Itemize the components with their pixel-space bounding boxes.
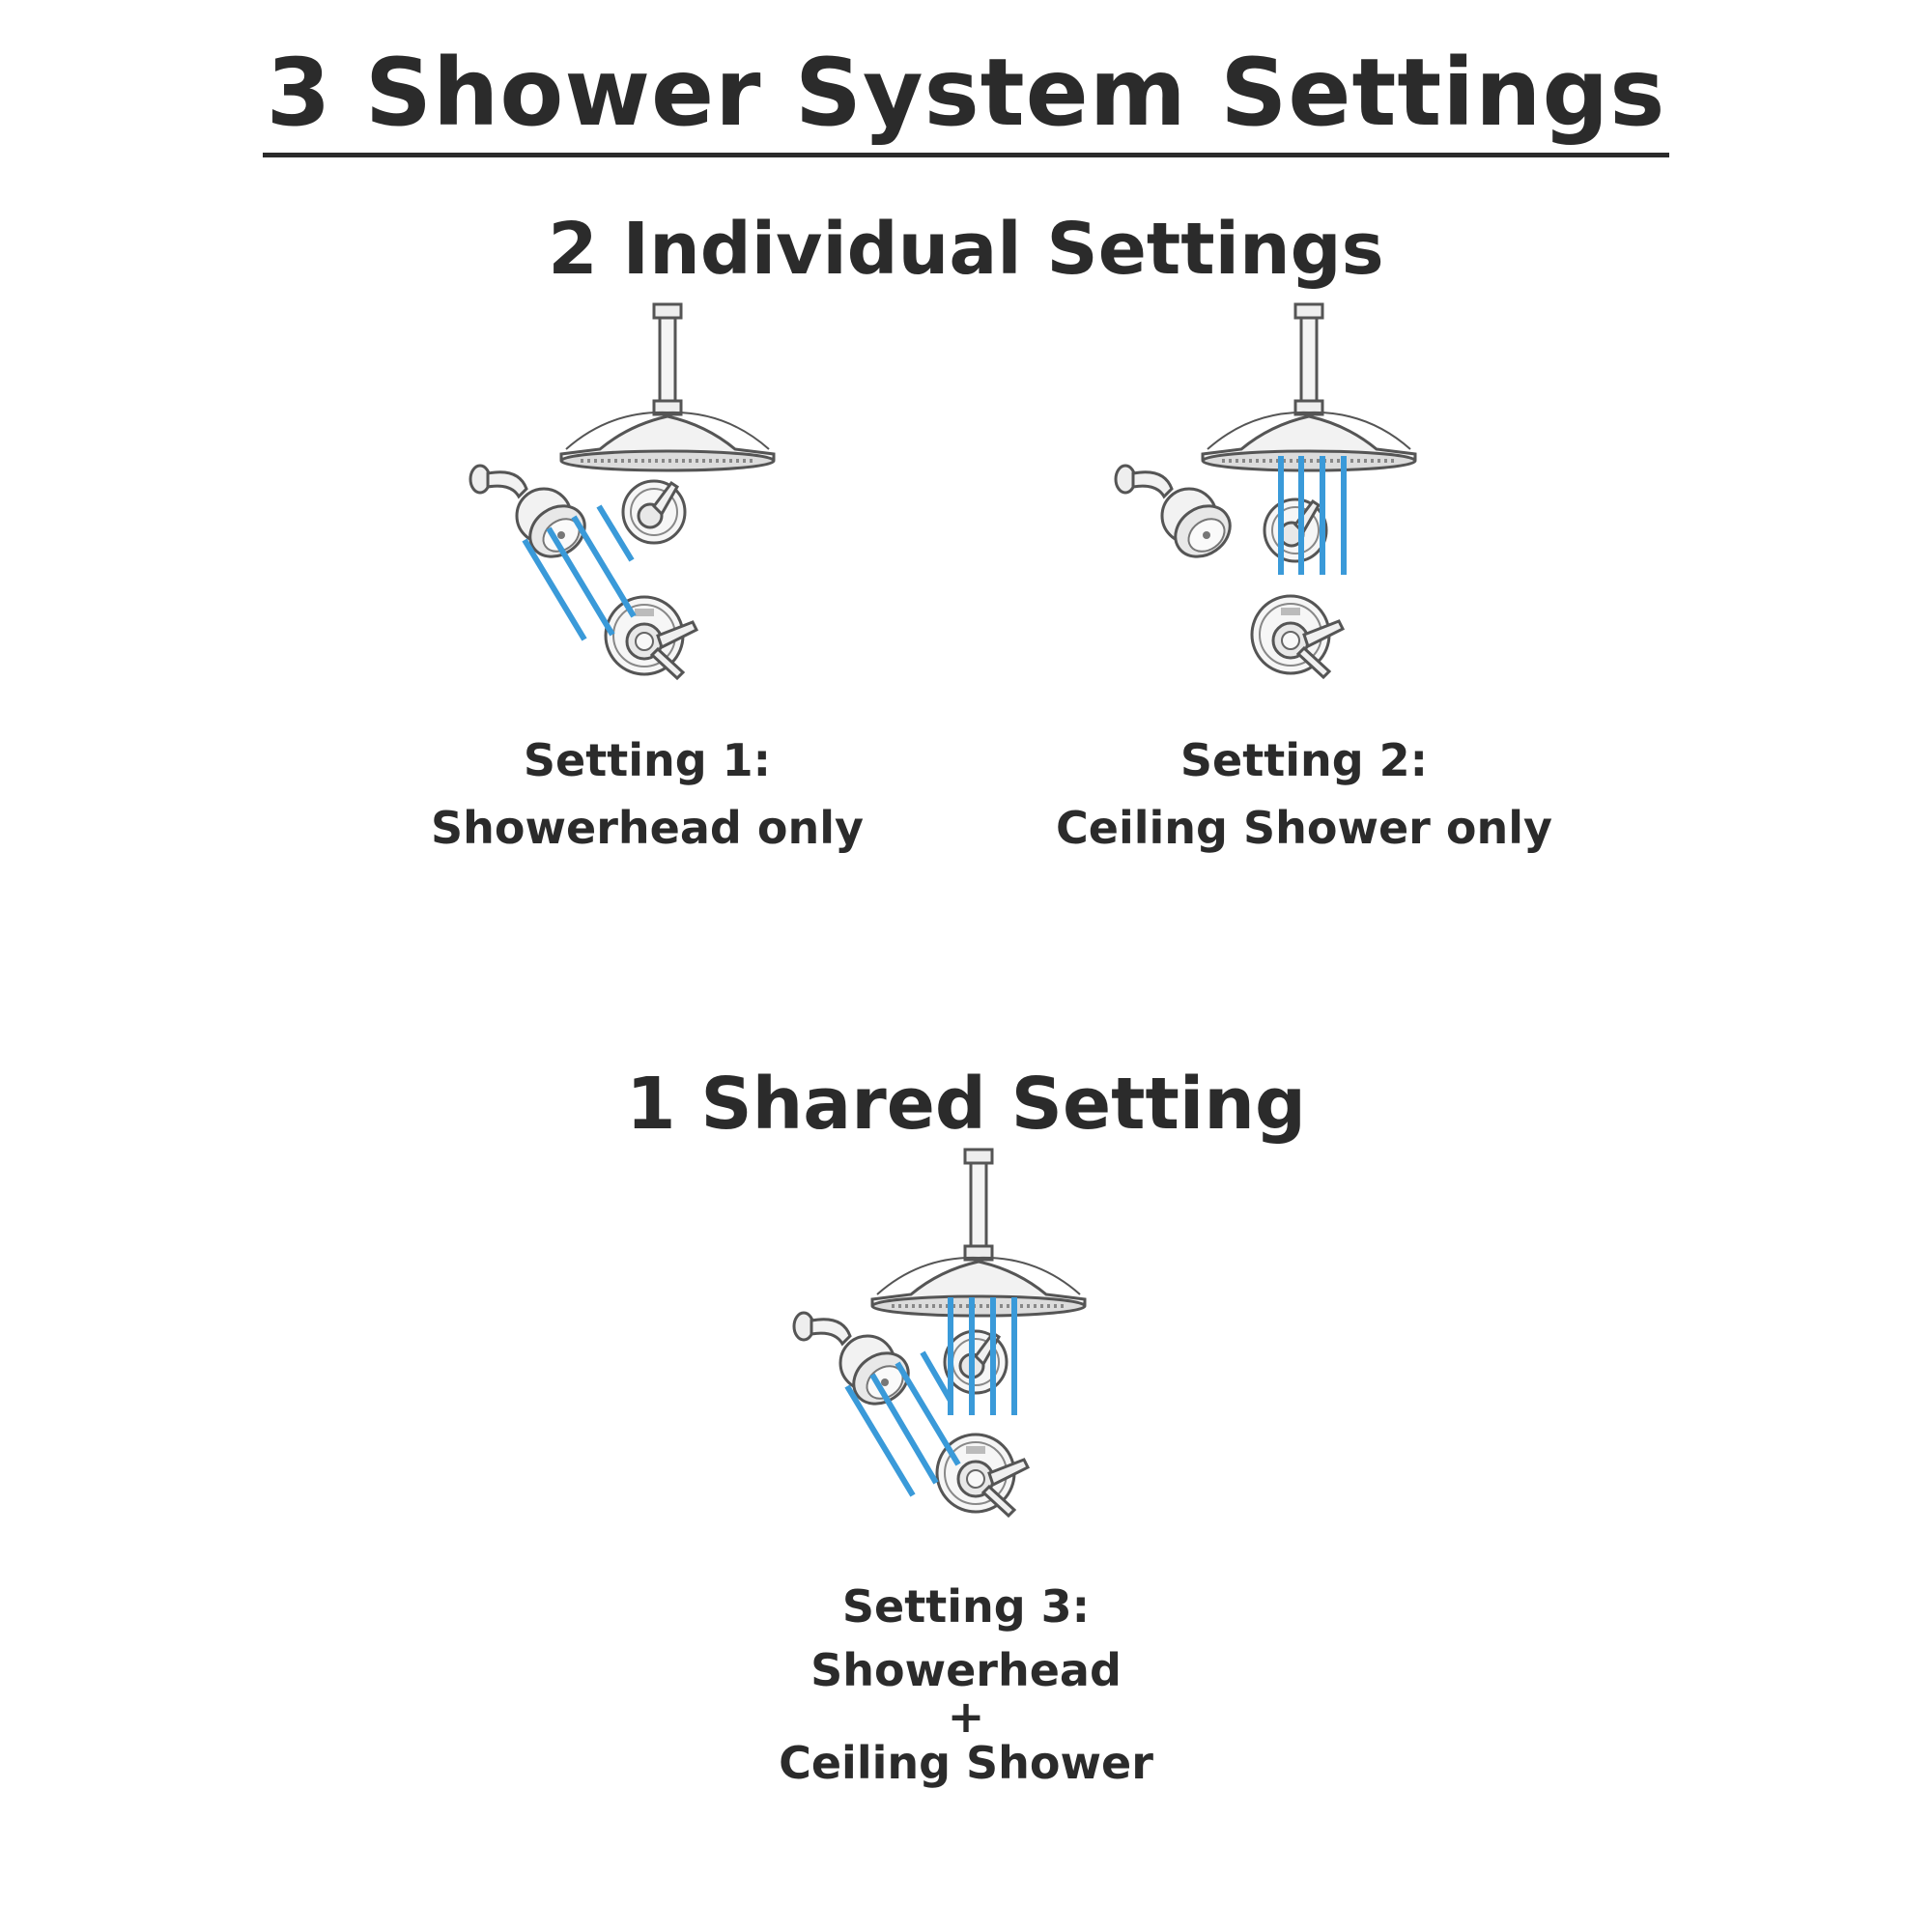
diverter-valve-icon xyxy=(1263,497,1328,563)
diverter-valve-icon xyxy=(621,479,687,545)
ceiling-shower-icon xyxy=(559,302,776,472)
setting-3-caption: Setting 3: Showerhead + Ceiling Shower xyxy=(753,1575,1179,1795)
setting-1-caption: Setting 1: Showerhead only xyxy=(406,726,889,862)
setting-1-illustration xyxy=(469,302,776,680)
page-title: 3 Shower System Settings xyxy=(0,39,1932,157)
setting-3-line1: Showerhead xyxy=(810,1644,1122,1696)
setting-2-label: Setting 2: xyxy=(1179,734,1429,786)
setting-1-description: Showerhead only xyxy=(431,802,864,854)
setting-2-caption: Setting 2: Ceiling Shower only xyxy=(1034,726,1575,862)
setting-3-label: Setting 3: xyxy=(841,1580,1091,1633)
setting-2-description: Ceiling Shower only xyxy=(1056,802,1552,854)
setting-3-illustration xyxy=(792,1148,1087,1518)
thermostatic-valve-icon xyxy=(1250,594,1345,679)
ceiling-shower-icon xyxy=(870,1148,1087,1318)
thermostatic-valve-icon xyxy=(604,595,698,680)
showerhead-icon xyxy=(1114,464,1241,569)
water-spray-icon xyxy=(522,504,637,641)
setting-3-line2: Ceiling Shower xyxy=(779,1737,1153,1789)
ceiling-shower-icon xyxy=(1201,302,1417,472)
water-spray-icon xyxy=(1278,456,1347,575)
shared-setting-heading: 1 Shared Setting xyxy=(626,1063,1306,1146)
diverter-valve-icon xyxy=(943,1329,1009,1395)
setting-3-plus: + xyxy=(947,1690,985,1743)
water-spray-icon xyxy=(844,1350,961,1497)
setting-2-illustration xyxy=(1114,302,1417,679)
individual-settings-heading: 2 Individual Settings xyxy=(548,208,1384,291)
setting-1-label: Setting 1: xyxy=(523,734,772,786)
page-title-text: 3 Shower System Settings xyxy=(262,39,1670,157)
